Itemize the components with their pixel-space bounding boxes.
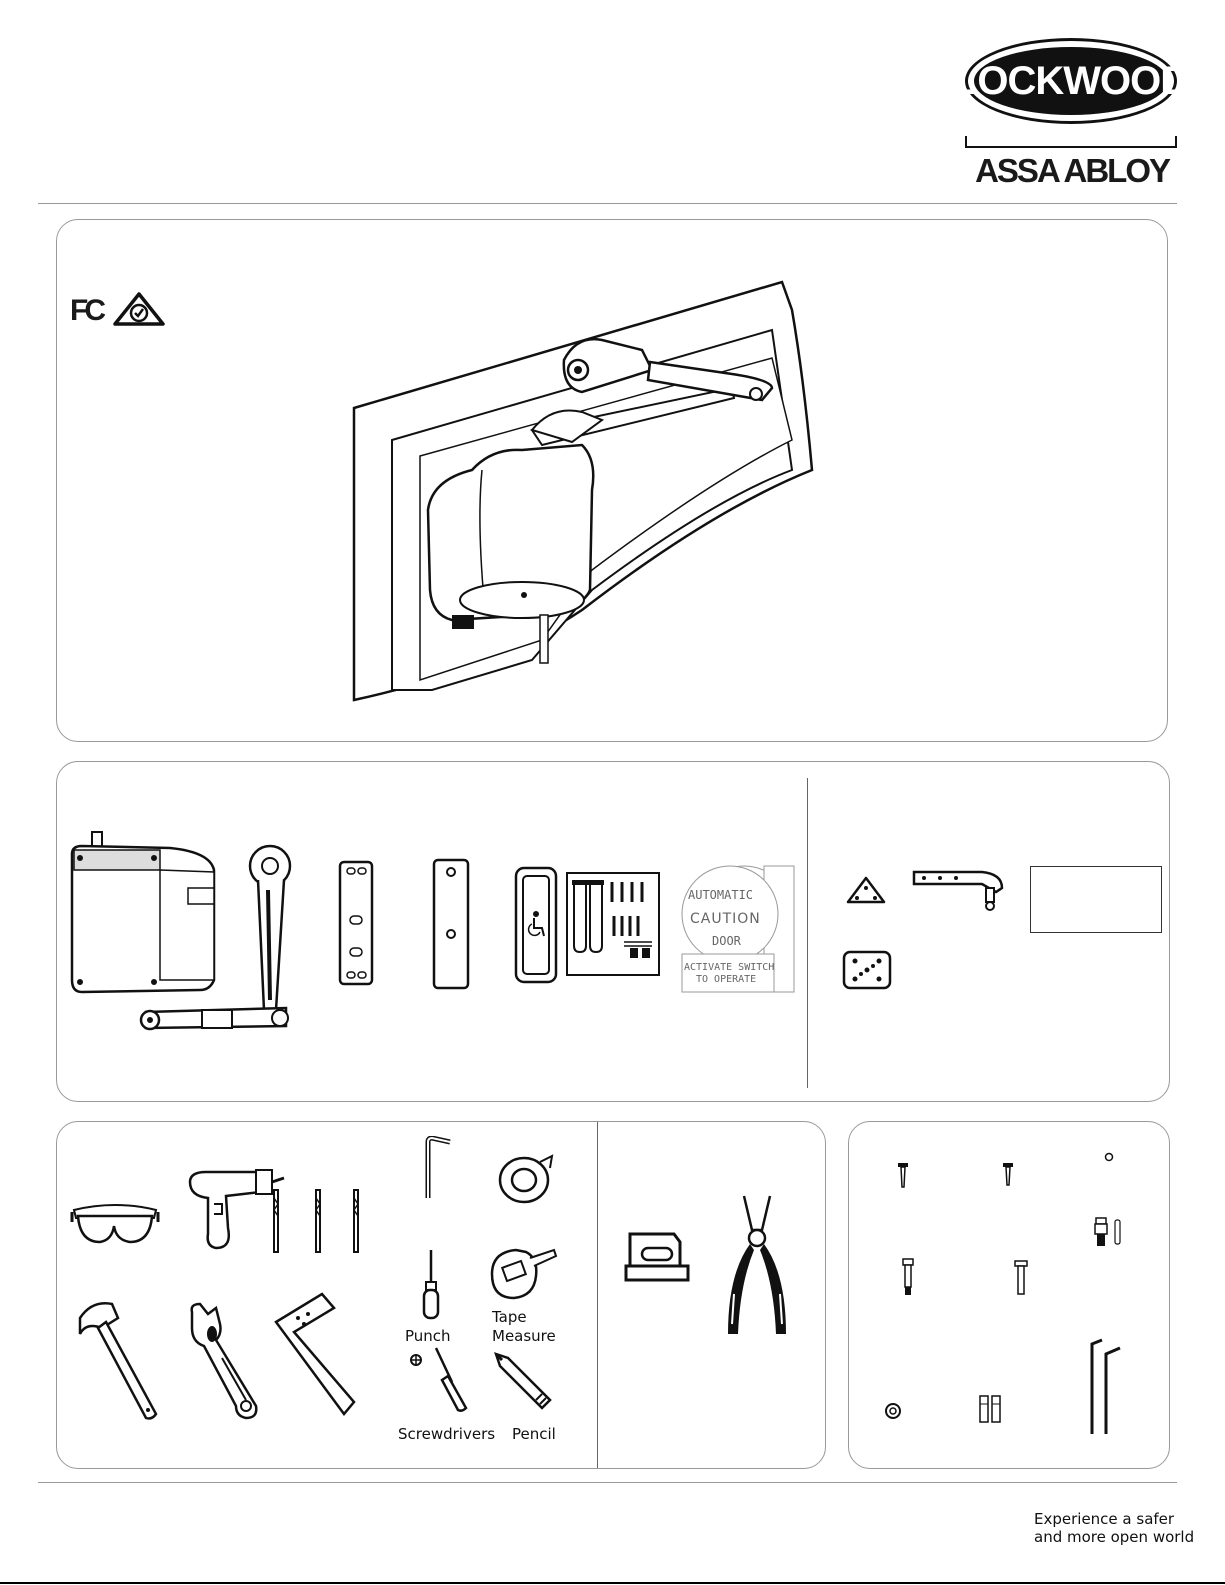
safety-glasses-icon (70, 1200, 160, 1248)
rcm-compliance-icon (112, 291, 166, 332)
spacer-pair-icon (978, 1394, 1002, 1424)
screwdrivers-label: Screwdrivers (398, 1425, 495, 1444)
bolt-icon-2 (1014, 1260, 1028, 1296)
large-washer-icon (884, 1402, 902, 1420)
brand-logo: LOCKWOOD ASSA ABLOY (965, 38, 1177, 188)
allen-key-icon (422, 1136, 454, 1200)
tagline-line2: and more open world (1034, 1528, 1194, 1546)
screwdrivers-icon (408, 1346, 470, 1412)
tools-divider (597, 1122, 598, 1468)
screw-icon-2 (1002, 1162, 1014, 1186)
logo-wordmark: LOCKWOOD (974, 47, 1168, 115)
screw-icon-1 (897, 1162, 909, 1188)
adjustable-wrench-icon (186, 1302, 266, 1420)
square-plate-drawing (842, 950, 892, 990)
footer-tagline: Experience a safer and more open world (1034, 1510, 1194, 1546)
tape-measure-label-line2: Measure (492, 1327, 556, 1346)
triangle-bracket-drawing (846, 876, 886, 904)
pliers-icon (724, 1194, 790, 1340)
sign-text-activate: ACTIVATE SWITCH (684, 962, 774, 974)
mounting-plate-drawing (338, 860, 374, 986)
sign-text-caution: CAUTION (690, 910, 761, 929)
pencil-icon (494, 1352, 554, 1414)
tape-measure-icon (488, 1246, 558, 1300)
punch-icon (420, 1248, 442, 1320)
sign-text-door: DOOR (712, 932, 741, 951)
punch-label: Punch (405, 1327, 451, 1346)
bolt-icon-1 (901, 1258, 915, 1296)
parent-brand: ASSA ABLOY (975, 152, 1169, 190)
arm-shoe-drawing (912, 870, 1006, 914)
fcc-mark: FC (70, 294, 102, 328)
logo-bracket (965, 136, 1177, 148)
blank-box (1030, 866, 1162, 933)
footer-divider (38, 1482, 1177, 1483)
kit-contents-divider (807, 778, 808, 1088)
switch-plate-drawing (432, 858, 470, 990)
push-plate-switch-drawing (514, 866, 558, 984)
square-ruler-icon (274, 1292, 364, 1418)
pencil-label: Pencil (512, 1425, 556, 1444)
hardware-pack-drawing (566, 872, 660, 976)
tape-roll-icon (496, 1152, 554, 1204)
logo-oval: LOCKWOOD (965, 38, 1177, 124)
tagline-line1: Experience a safer (1034, 1510, 1194, 1528)
connector-pin-icon (1094, 1216, 1124, 1248)
sign-text-automatic: AUTOMATIC (688, 886, 753, 905)
drill-bits-icon (268, 1188, 364, 1254)
header-divider (38, 203, 1177, 204)
sign-text-operate: TO OPERATE (696, 974, 756, 986)
tape-measure-label-line1: Tape (492, 1308, 527, 1327)
page-bottom-rule (0, 1582, 1225, 1584)
operator-arm-drawing (136, 840, 294, 1040)
door-operator-illustration (352, 280, 822, 716)
certification-marks: FC (70, 292, 166, 330)
allen-keys-pair-icon (1088, 1338, 1124, 1436)
small-washer-icon (1104, 1152, 1114, 1162)
hammer-icon (72, 1298, 164, 1422)
staple-gun-icon (624, 1226, 690, 1284)
